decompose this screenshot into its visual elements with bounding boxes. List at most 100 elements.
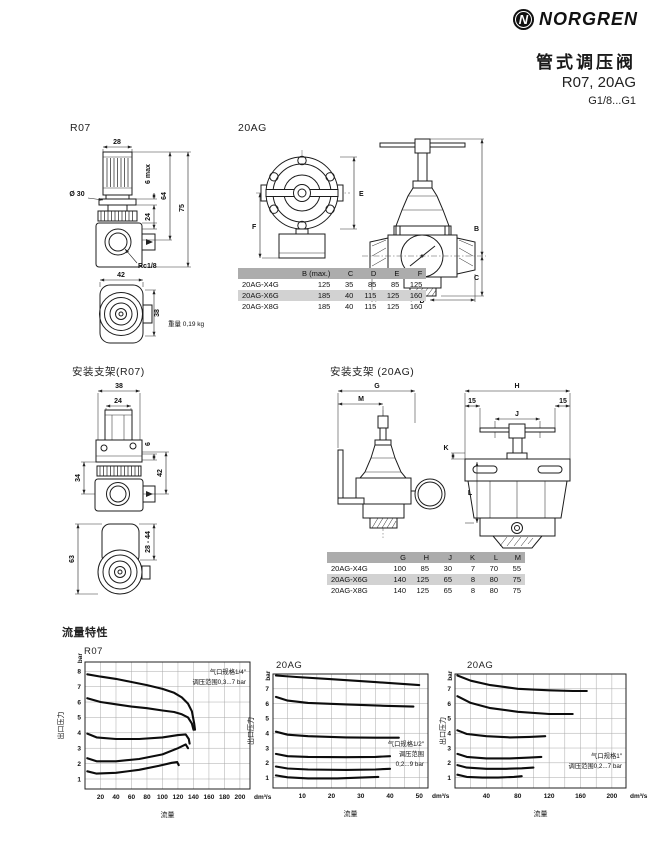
dim-label: 75	[179, 204, 186, 212]
dim-label: 6 max	[145, 164, 152, 184]
dim-label: 15	[559, 398, 567, 405]
x-tick-label: 10	[299, 793, 307, 800]
y-tick-label: 7	[447, 686, 451, 693]
dim-arrow-icon	[475, 518, 479, 523]
dim-arrow-icon	[565, 389, 570, 393]
x-tick-label: 60	[128, 794, 136, 801]
dim-arrow-icon	[565, 404, 570, 408]
dim-arrow-icon	[258, 253, 262, 258]
page-title: 管式调压阀	[536, 53, 636, 72]
weight-note: 重量 0,19 kg	[168, 320, 205, 328]
table-cell: 160	[409, 291, 423, 300]
dim-label: 63	[69, 555, 76, 563]
x-axis-unit: dm³/s	[630, 793, 648, 800]
chart-annotation: 气口规格1″	[591, 751, 623, 760]
norgren-emblem-icon: N	[512, 9, 534, 30]
dim-label: 24	[114, 398, 122, 405]
dim-label: 24	[145, 213, 152, 221]
y-tick-label: 3	[265, 745, 269, 752]
dim-arrow-icon	[152, 194, 156, 199]
dim-arrow-icon	[465, 404, 470, 408]
x-tick-label: 180	[219, 794, 230, 801]
dim-arrow-icon	[186, 262, 190, 267]
dim-arrow-icon	[475, 462, 479, 467]
dim-arrow-icon	[480, 251, 484, 256]
x-tick-label: 40	[112, 794, 120, 801]
dim-arrow-icon	[103, 145, 108, 149]
dim-arrow-icon	[100, 278, 105, 282]
table-header-cell: D	[357, 268, 381, 279]
table-header-cell: H	[410, 552, 433, 563]
plot-border	[454, 673, 627, 789]
dim-arrow-icon	[430, 298, 435, 302]
dim-arrow-icon	[555, 404, 560, 408]
dim-label: 64	[161, 192, 168, 200]
table-cell: 20AG-X6G	[331, 575, 368, 584]
chart-annotation: 调压范围0,3...7 bar	[192, 677, 246, 686]
y-tick-label: 5	[77, 715, 81, 722]
x-tick-label: 80	[143, 794, 151, 801]
table-cell: 7	[470, 564, 475, 573]
x-tick-label: 20	[97, 794, 105, 801]
chart-title: 20AG	[276, 660, 302, 671]
dim-arrow-icon	[98, 389, 103, 393]
dim-arrow-icon	[451, 454, 455, 459]
dim-label: 38	[154, 309, 161, 317]
dim-label: 42	[157, 469, 164, 477]
table-cell: 140	[393, 586, 406, 595]
flow-curve	[456, 764, 535, 770]
norgren-logo: N NORGREN	[512, 9, 638, 30]
table-header-cell: B (max.)	[298, 268, 335, 279]
table-cell: 100	[393, 564, 406, 573]
table-cell: 75	[512, 575, 521, 584]
y-axis-unit: bar	[265, 670, 272, 681]
y-axis-label: 出口压力	[438, 717, 447, 745]
flow-curve	[274, 695, 415, 708]
section-label-flow: 流量特性	[62, 627, 108, 639]
table-header-cell: G	[387, 552, 410, 563]
dim-arrow-icon	[480, 139, 484, 144]
table-cell: 80	[489, 575, 498, 584]
dim-arrow-icon	[480, 291, 484, 296]
dim-arrow-icon	[76, 524, 80, 529]
y-tick-label: 7	[265, 686, 269, 693]
dim-arrow-icon	[535, 417, 540, 421]
x-tick-label: 160	[575, 793, 586, 800]
flow-curve	[86, 673, 197, 731]
dim-arrow-icon	[152, 205, 156, 210]
dim-label: 28	[113, 139, 121, 146]
table-cell: 85	[368, 280, 377, 289]
20ag-side-view-drawing: B C D	[362, 138, 486, 305]
table-header-cell	[238, 268, 298, 279]
x-tick-label: 40	[386, 793, 394, 800]
dim-arrow-icon	[378, 402, 383, 406]
dim-arrow-icon	[76, 589, 80, 594]
flow-curve	[86, 743, 190, 763]
table-cell: 8	[470, 586, 475, 595]
dim-arrow-icon	[152, 290, 156, 295]
dim-arrow-icon	[82, 462, 86, 467]
x-tick-label: 140	[188, 794, 199, 801]
dim-label: E	[359, 191, 364, 198]
y-tick-label: 2	[77, 761, 81, 768]
table-cell: 125	[317, 280, 331, 289]
table-cell: 85	[391, 280, 400, 289]
chart-annotation: 气口规格1/4″	[210, 667, 247, 676]
table-cell: 40	[345, 302, 354, 311]
flow-curve	[274, 765, 392, 771]
dim-arrow-icon	[152, 331, 156, 336]
table-header-cell: L	[479, 552, 502, 563]
table-cell: 40	[345, 291, 354, 300]
section-label-20ag: 20AG	[238, 122, 267, 134]
table-cell: 20AG-X8G	[242, 302, 279, 311]
dim-label: D	[419, 298, 424, 305]
table-cell: 125	[416, 575, 429, 584]
dim-label: H	[514, 383, 519, 390]
y-tick-label: 5	[447, 716, 451, 723]
dim-arrow-icon	[465, 389, 470, 393]
x-tick-label: 80	[514, 793, 522, 800]
